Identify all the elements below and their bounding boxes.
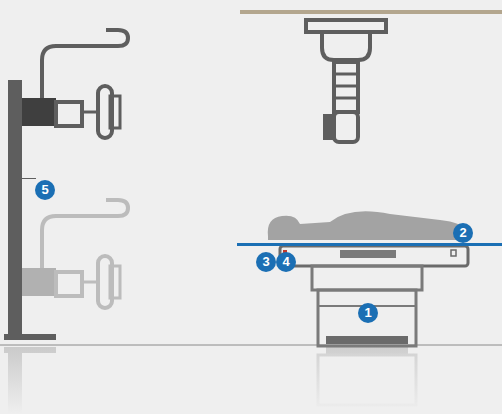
callout-number: 4 <box>276 252 296 272</box>
callout-number: 5 <box>35 180 55 200</box>
callout-number: 3 <box>256 252 276 272</box>
patient-table <box>280 246 468 346</box>
callout-number: 2 <box>453 223 473 243</box>
floor-line <box>0 345 502 346</box>
patient-silhouette <box>268 211 470 240</box>
callout-number: 1 <box>358 303 378 323</box>
table-plane-line <box>237 243 502 246</box>
wall-stand <box>4 30 128 340</box>
xray-tube-head <box>323 114 334 140</box>
ceiling-rail <box>240 10 502 14</box>
ceiling-tube-mount <box>306 20 386 142</box>
